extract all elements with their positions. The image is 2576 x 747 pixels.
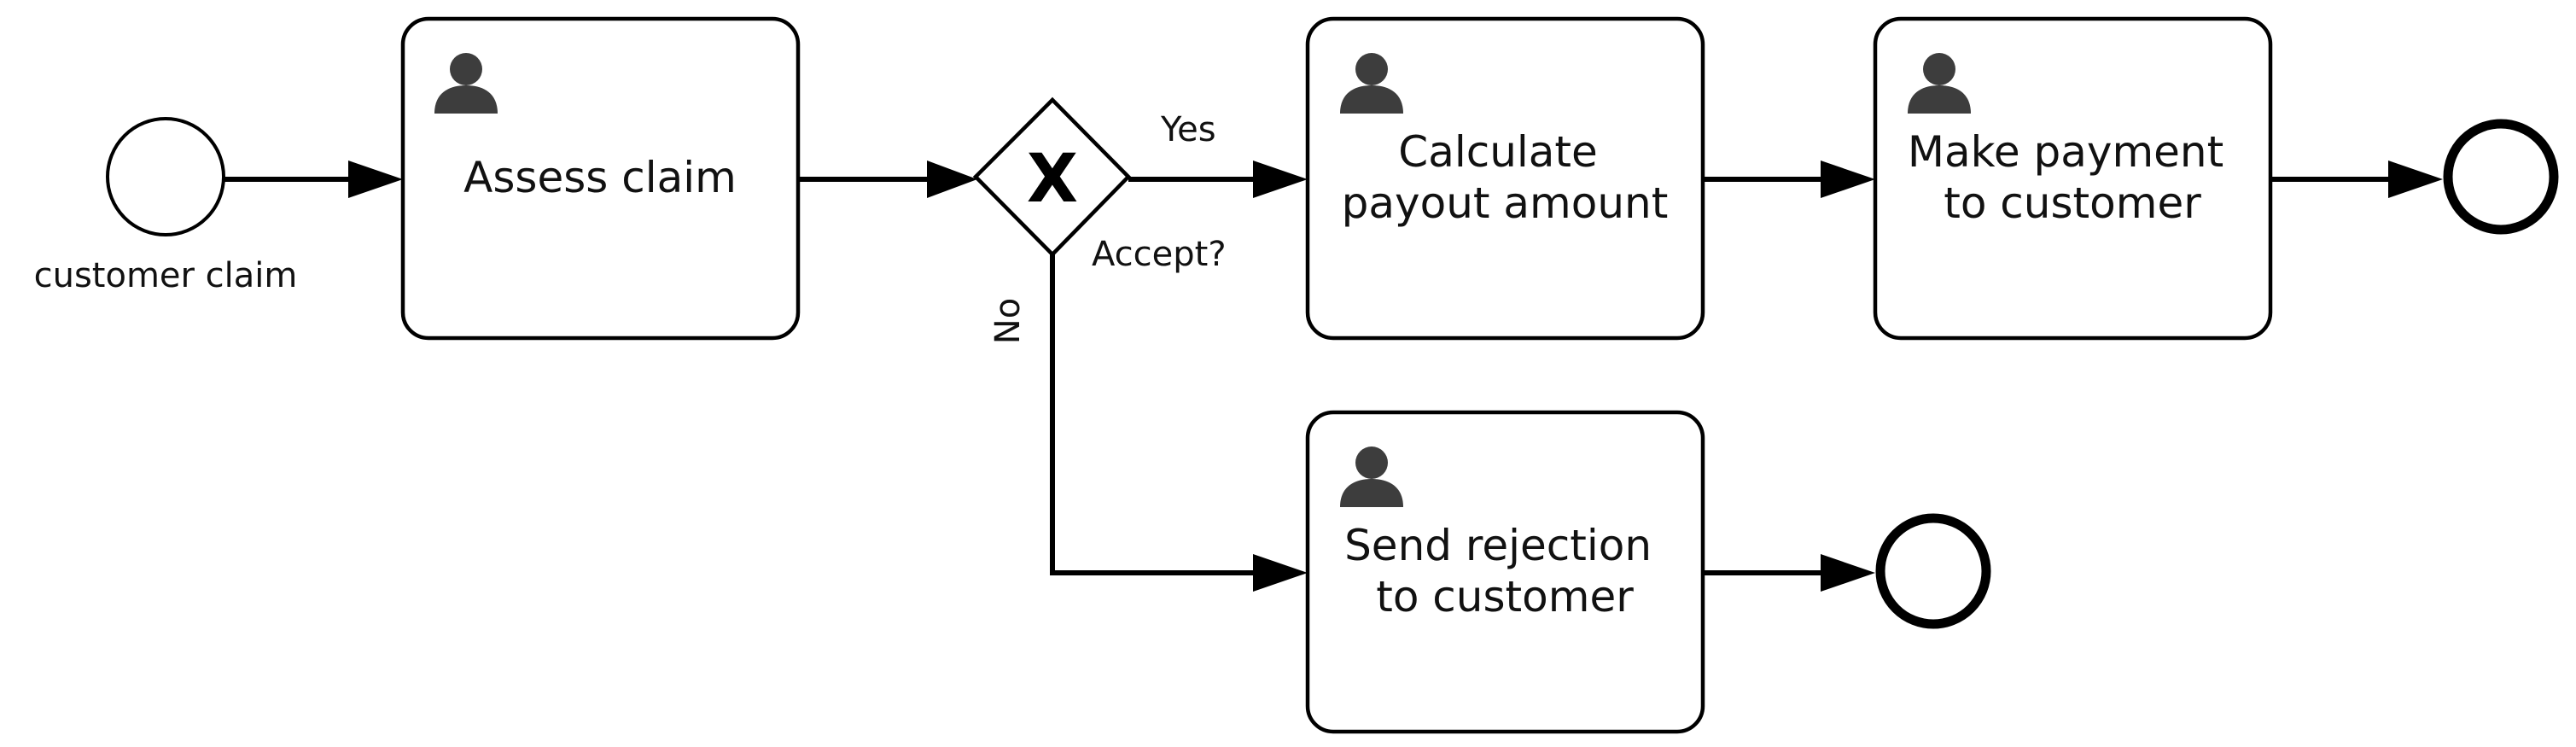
gateway-label: Accept?: [1092, 235, 1227, 274]
user-icon: [1340, 446, 1403, 507]
flow-arrowhead: [1253, 554, 1308, 592]
end-event-rejection[interactable]: [1875, 513, 1991, 629]
user-icon: [434, 53, 498, 114]
start-event[interactable]: [106, 117, 225, 236]
task-label: Calculate payout amount: [1342, 127, 1669, 228]
flow-label-no: No: [988, 298, 1028, 344]
task-make-payment[interactable]: Make payment to customer: [1873, 16, 2273, 341]
flow-label-yes: Yes: [1160, 110, 1216, 149]
task-label: Send rejection to customer: [1344, 521, 1665, 622]
user-icon: [1340, 53, 1403, 114]
flow-arrowhead: [1821, 554, 1875, 592]
exclusive-gateway[interactable]: X: [972, 96, 1132, 258]
flow-arrowhead: [1253, 160, 1308, 198]
task-label: Assess claim: [463, 153, 737, 202]
flow-arrowhead: [927, 160, 977, 198]
flow-arrowhead: [2388, 160, 2443, 198]
task-send-rejection[interactable]: Send rejection to customer: [1305, 410, 1705, 734]
end-event-payment[interactable]: [2443, 119, 2559, 235]
gateway-x-marker: X: [1027, 141, 1078, 218]
start-event-label: customer claim: [34, 256, 298, 295]
flow-arrowhead: [1821, 160, 1875, 198]
task-calculate-payout[interactable]: Calculate payout amount: [1305, 16, 1705, 341]
user-icon: [1908, 53, 1971, 114]
flow-arrowhead: [348, 160, 403, 198]
flow-gateway-to-rejection: [1050, 254, 1255, 575]
task-label: Make payment to customer: [1908, 127, 2237, 228]
task-assess-claim[interactable]: Assess claim: [400, 16, 801, 341]
